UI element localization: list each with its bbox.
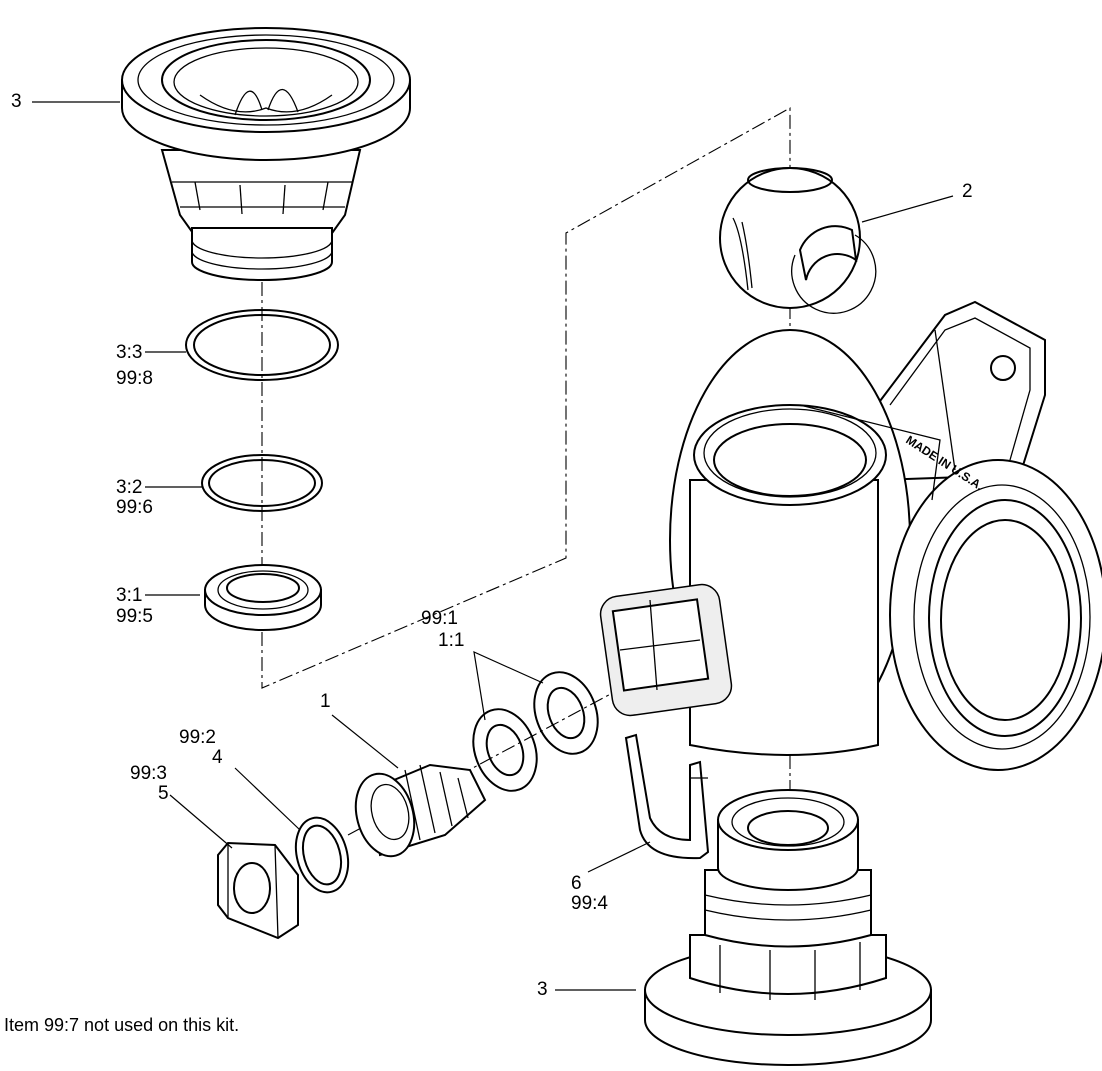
callout-seat-a: 3:1 <box>116 585 143 606</box>
oring-large-part <box>185 309 339 381</box>
callout-oring-large-b: 99:8 <box>116 368 153 389</box>
clip-part <box>217 841 299 940</box>
ball-part <box>719 167 877 314</box>
washer-pair-part <box>472 671 599 792</box>
fitting-part <box>354 763 487 858</box>
small-oring-part <box>294 816 350 894</box>
callout-small-oring-b: 4 <box>212 747 223 768</box>
top-housing-part <box>121 27 411 281</box>
callout-washers-b: 1:1 <box>438 630 465 651</box>
callout-oring-mid-b: 99:6 <box>116 497 153 518</box>
retainer-clip-part <box>624 733 710 860</box>
callout-clip-a: 99:3 <box>130 763 167 784</box>
callout-fitting: 1 <box>320 691 331 712</box>
callout-ball: 2 <box>962 181 973 202</box>
callout-seat-b: 99:5 <box>116 606 153 627</box>
callout-retainer-b: 99:4 <box>571 893 608 914</box>
oring-mid-part <box>201 454 323 512</box>
callout-top-housing: 3 <box>11 91 22 112</box>
callout-clip-b: 5 <box>158 783 169 804</box>
seat-part <box>204 564 322 631</box>
footnote: Item 99:7 not used on this kit. <box>4 1015 240 1035</box>
valve-body-part: MADE IN U.S.A. <box>599 300 1102 771</box>
callout-bottom-housing: 3 <box>537 979 548 1000</box>
callout-washers-a: 99:1 <box>421 608 458 629</box>
callout-small-oring-a: 99:2 <box>179 727 216 748</box>
bottom-housing-part <box>644 789 932 1066</box>
callout-oring-mid-a: 3:2 <box>116 477 143 498</box>
callout-oring-large-a: 3:3 <box>116 342 143 363</box>
callout-retainer-a: 6 <box>571 873 582 894</box>
leader-lines <box>32 101 954 991</box>
